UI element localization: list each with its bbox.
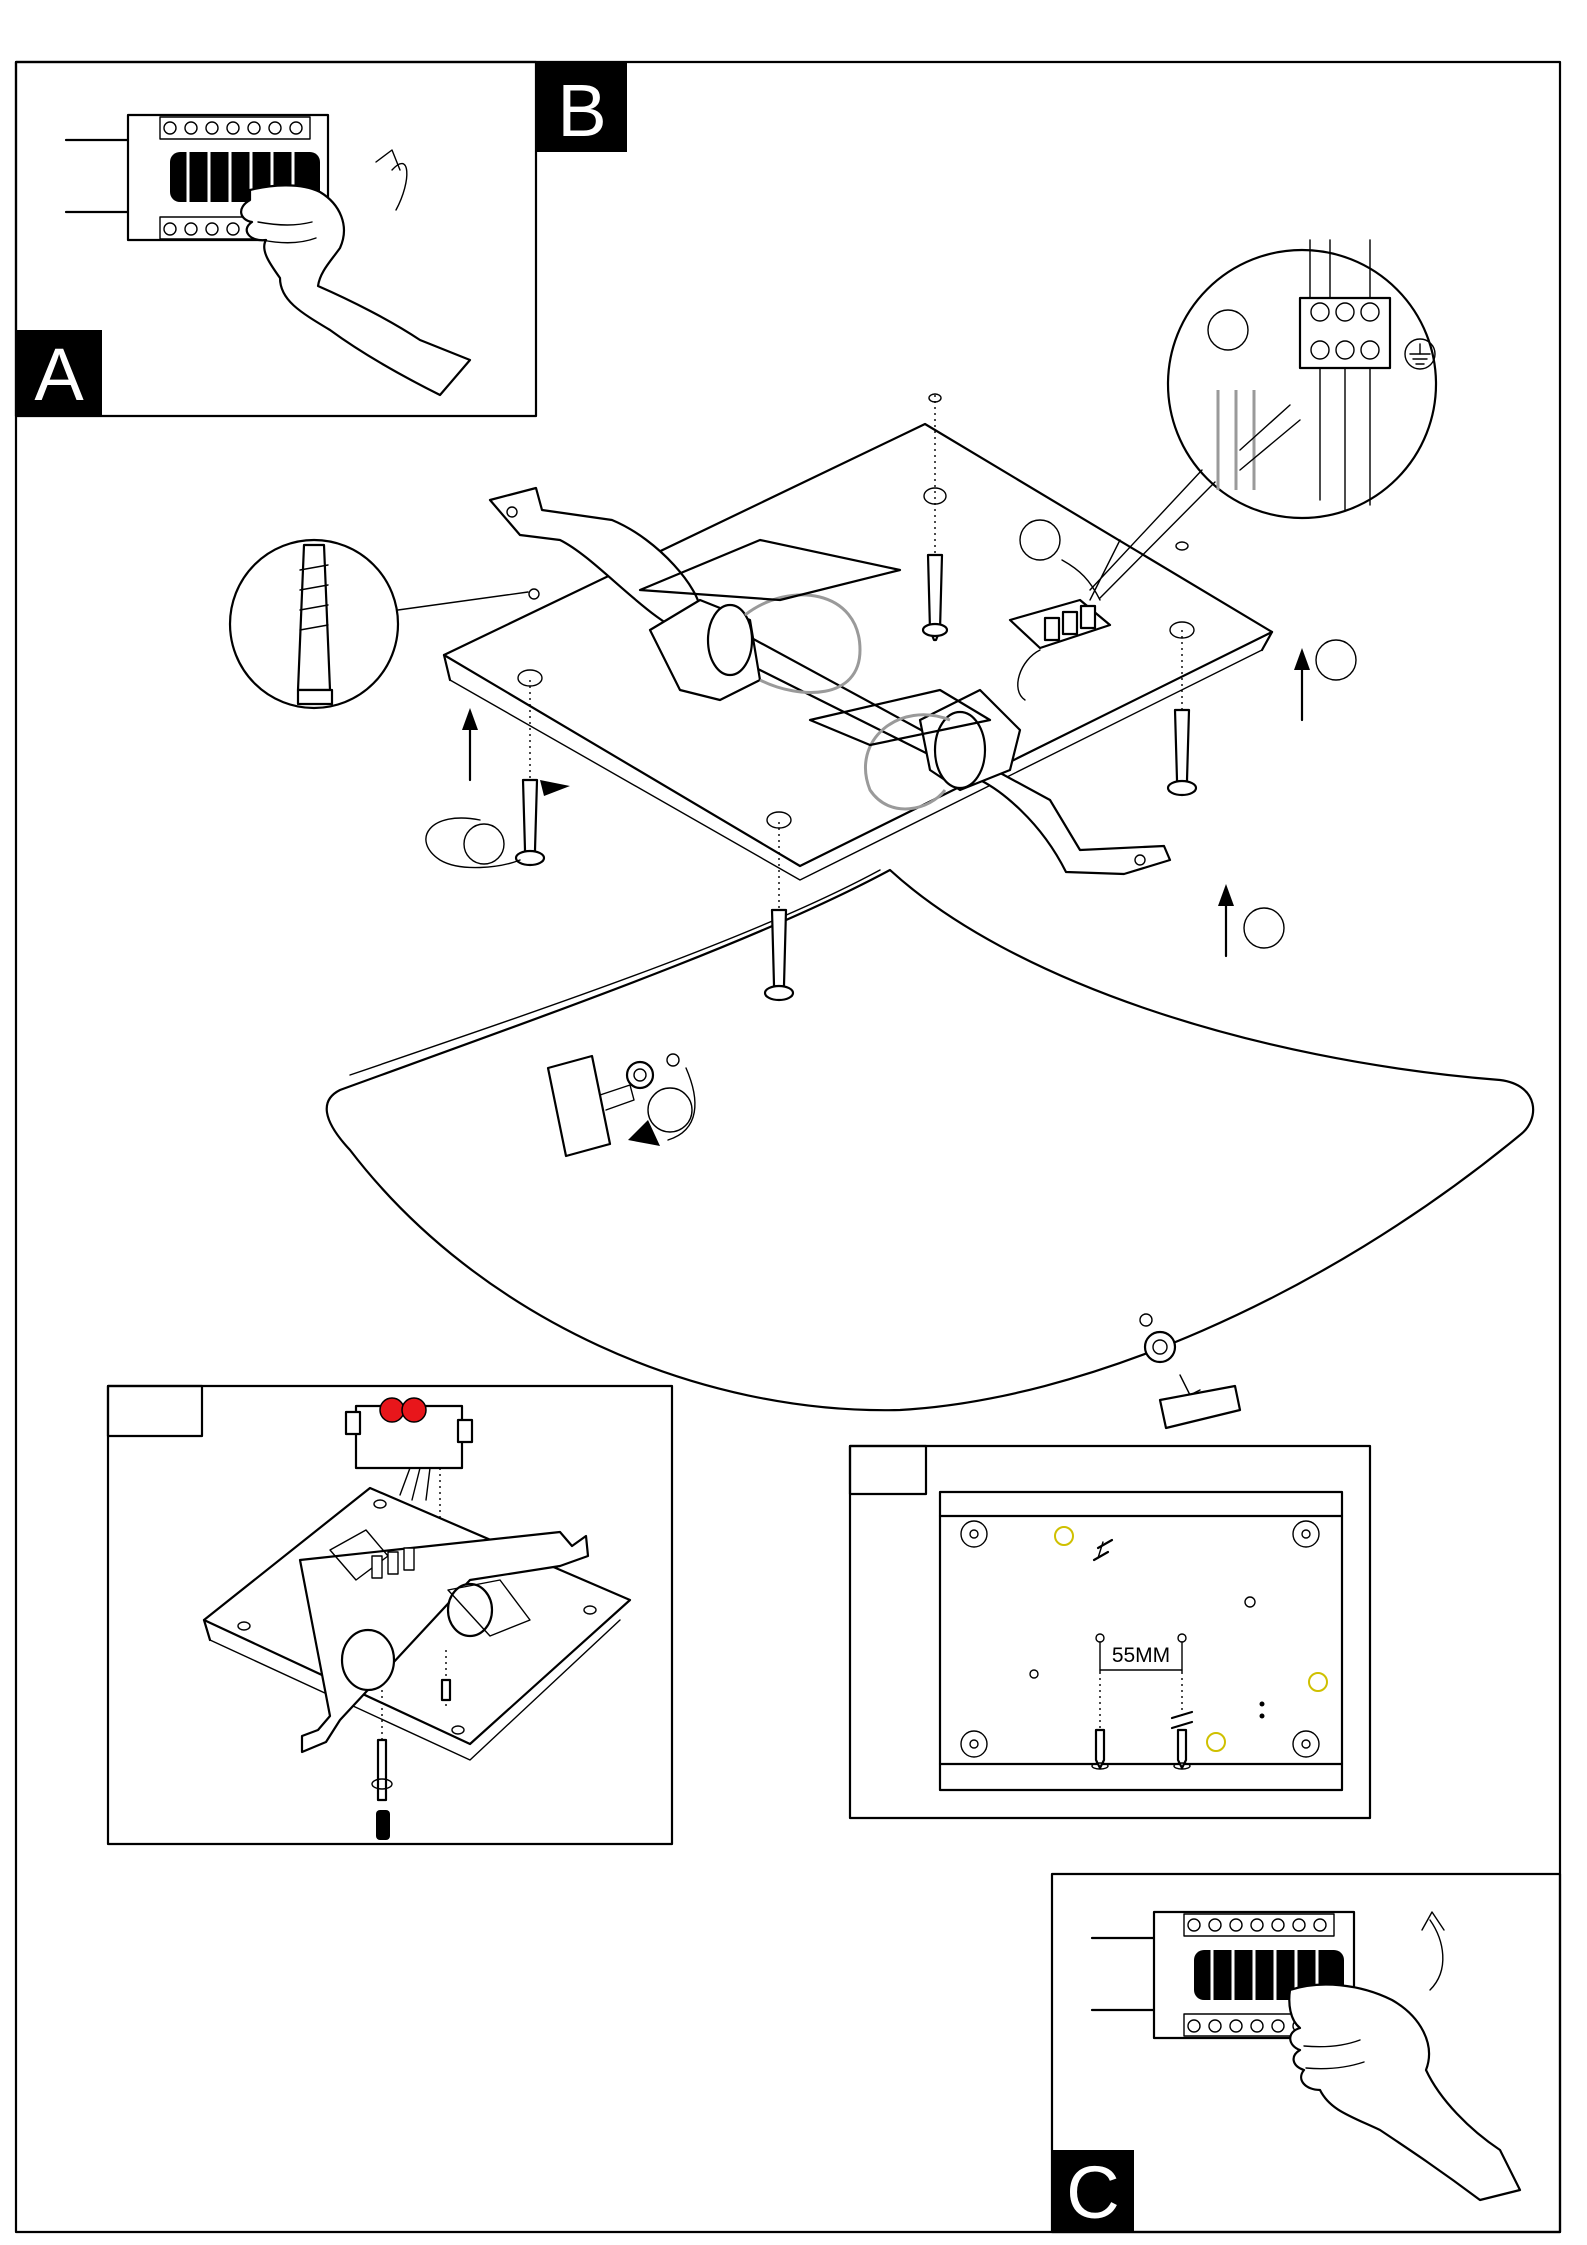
rotate-arrow-icon bbox=[426, 780, 570, 868]
connector-detail-tag bbox=[108, 1386, 202, 1436]
marker-ring bbox=[1207, 1733, 1225, 1751]
arrow-up-icon bbox=[1294, 640, 1356, 720]
dimension-55mm: 55MM bbox=[1096, 1634, 1186, 1672]
ceiling-base-plate bbox=[444, 424, 1272, 880]
glass-shade bbox=[327, 870, 1533, 1410]
terminal-highlight-right bbox=[402, 1398, 426, 1422]
shade-knob-left bbox=[548, 1054, 695, 1156]
marker-ring bbox=[1309, 1673, 1327, 1691]
drilling-template-panel: 55MM bbox=[850, 1446, 1370, 1818]
terminal-highlight-left bbox=[380, 1398, 404, 1422]
wiring-detail-magnifier bbox=[1090, 240, 1436, 598]
drilling-template-frame bbox=[850, 1446, 1370, 1818]
marker-ring bbox=[1055, 1527, 1073, 1545]
panel-a-letter: A bbox=[34, 333, 84, 416]
template-plate bbox=[940, 1492, 1342, 1790]
panel-b-letter: B bbox=[557, 69, 606, 152]
connector-detail-panel bbox=[108, 1386, 672, 1844]
drilling-template-tag bbox=[850, 1446, 926, 1494]
panel-b-badge-group: B bbox=[537, 62, 627, 152]
arrow-up-icon bbox=[462, 708, 478, 780]
panel-c-letter: C bbox=[1066, 2151, 1119, 2234]
shade-knob-bottom bbox=[1140, 1314, 1240, 1428]
ground-symbol-icon bbox=[1405, 339, 1435, 369]
dimension-label: 55MM bbox=[1112, 1644, 1170, 1667]
hand-icon bbox=[241, 150, 470, 395]
arrow-up-icon bbox=[1218, 884, 1284, 956]
